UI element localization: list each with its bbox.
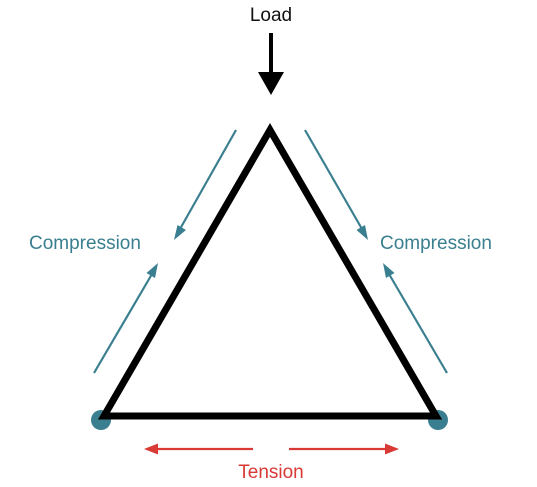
tension-right-arrow-icon [289,443,399,455]
tension-label: Tension [238,462,304,483]
tension-left-arrow-icon [144,443,253,455]
right-upper-compression-arrow-icon [304,129,368,240]
triangle-truss [97,123,443,420]
left-upper-compression-arrow-icon [174,129,237,240]
load-label: Load [250,5,292,26]
load-arrow-icon [258,33,284,95]
compression-left-label: Compression [29,233,141,254]
left-lower-compression-arrow-icon [93,263,158,374]
compression-right-label: Compression [380,233,492,254]
right-lower-compression-arrow-icon [383,263,448,374]
